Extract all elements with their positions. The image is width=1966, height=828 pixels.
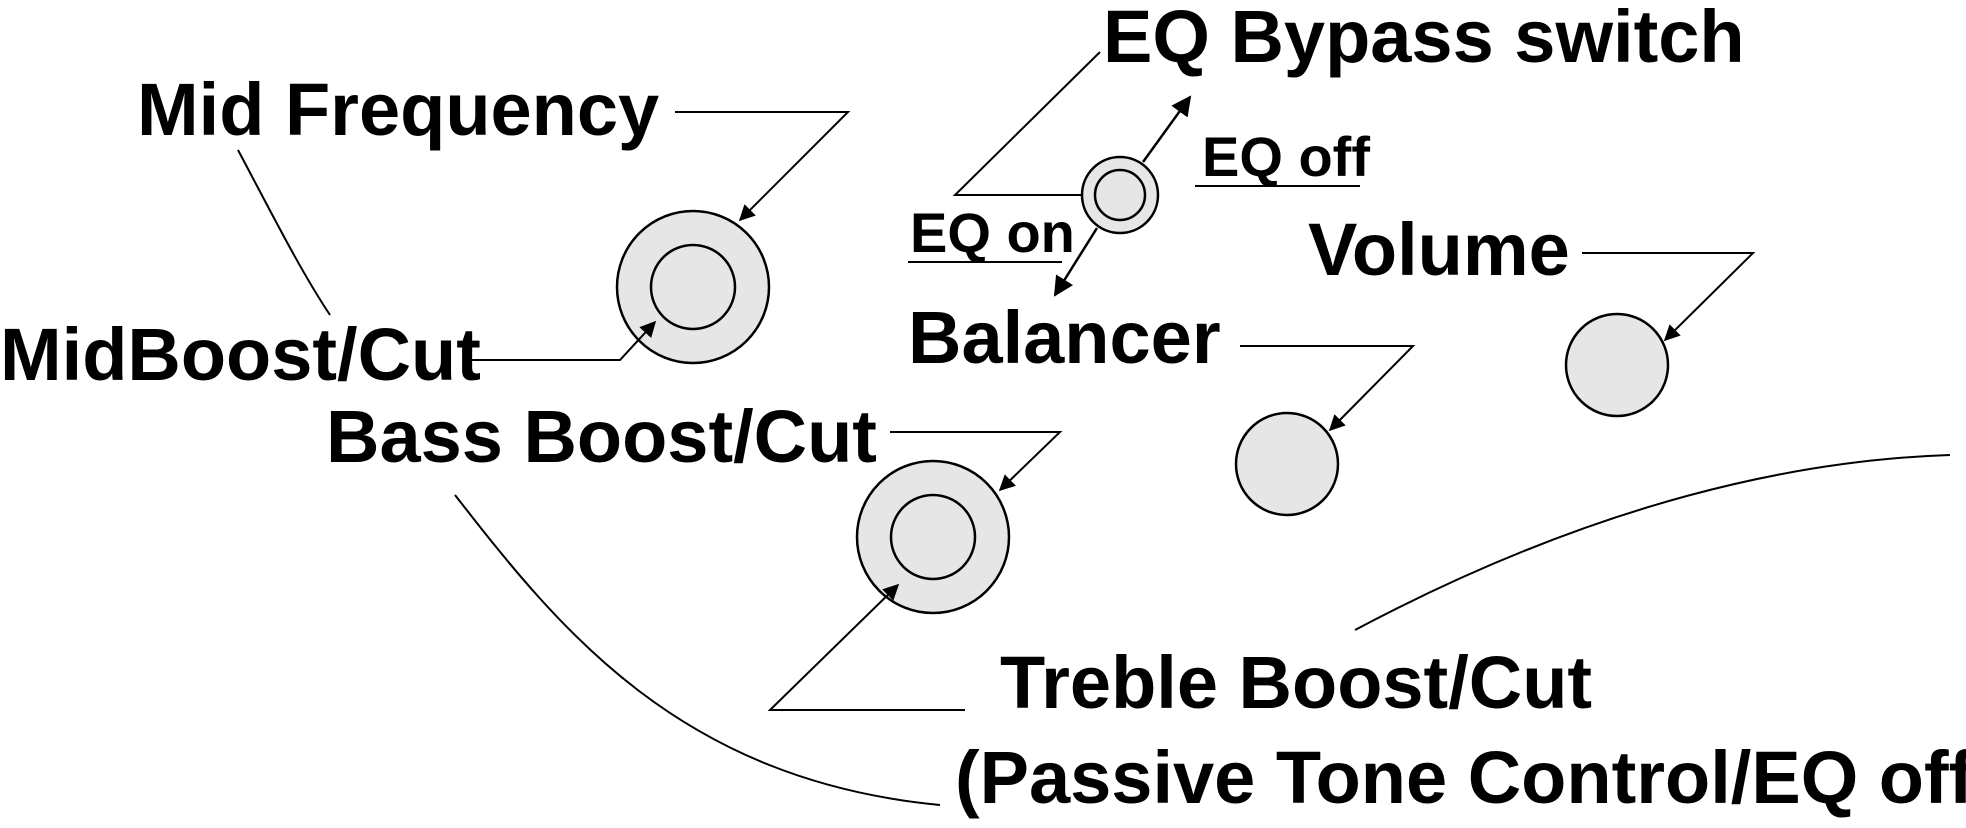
eq-bypass-switch[interactable] xyxy=(1080,155,1160,235)
balancer-leader xyxy=(1240,345,1416,432)
eq-on-label: EQ on xyxy=(910,201,1075,264)
body-outline-left-lower xyxy=(454,494,941,806)
passive-tone-control-label: (Passive Tone Control/EQ off) xyxy=(955,736,1966,819)
treble-boost-cut-leader xyxy=(767,583,965,711)
volume-knob[interactable] xyxy=(1564,312,1670,418)
mid-frequency-label: Mid Frequency xyxy=(137,68,659,151)
mid-frequency-leader xyxy=(675,111,851,222)
body-outline-right xyxy=(1354,454,1951,631)
volume-leader xyxy=(1582,252,1756,342)
bass-boost-cut-leader xyxy=(890,431,1063,492)
body-outline-left xyxy=(237,149,331,316)
mid-stacked-knob[interactable] xyxy=(615,209,771,365)
balancer-label: Balancer xyxy=(908,296,1221,379)
eq-bypass-leader xyxy=(952,51,1101,196)
eq-off-label: EQ off xyxy=(1202,125,1370,188)
mid-boost-cut-leader xyxy=(470,320,657,361)
volume-label: Volume xyxy=(1308,208,1570,291)
bass-boost-cut-label: Bass Boost/Cut xyxy=(326,395,877,478)
bass-treble-stacked-knob[interactable] xyxy=(855,459,1011,615)
eq-bypass-switch-label: EQ Bypass switch xyxy=(1103,0,1745,78)
eq-on-arrow xyxy=(1053,227,1099,297)
mid-boost-cut-label: MidBoost/Cut xyxy=(0,313,481,396)
treble-boost-cut-label: Treble Boost/Cut xyxy=(1000,641,1592,724)
balancer-knob[interactable] xyxy=(1234,411,1340,517)
eq-off-arrow xyxy=(1141,95,1192,163)
